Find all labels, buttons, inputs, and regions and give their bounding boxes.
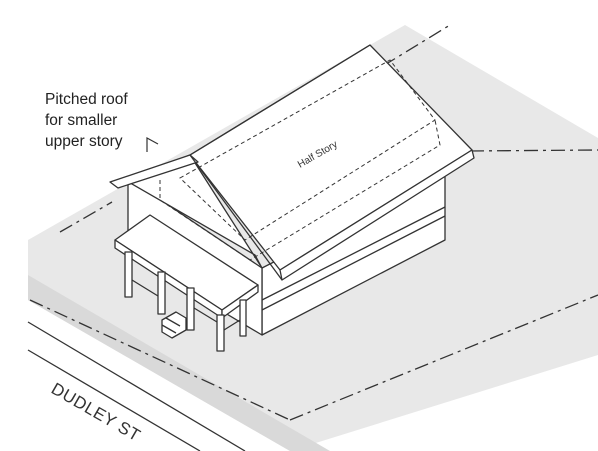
street-edge-line bbox=[27, 321, 246, 451]
porch-column bbox=[186, 287, 195, 331]
siding-line bbox=[261, 215, 446, 311]
street-edge-line bbox=[27, 349, 201, 451]
siding-line bbox=[261, 206, 446, 301]
property-line-top bbox=[359, 24, 451, 81]
step-line bbox=[165, 317, 181, 327]
callout-leader bbox=[146, 136, 159, 152]
callout-line-3: upper story bbox=[45, 133, 123, 150]
property-line-side bbox=[289, 294, 598, 421]
sidewalk bbox=[28, 275, 330, 451]
roof-eave bbox=[279, 149, 475, 281]
property-line-back bbox=[334, 149, 598, 153]
half-story-outline bbox=[179, 59, 436, 241]
half-story-outline-lower bbox=[159, 119, 441, 261]
step-line bbox=[161, 324, 177, 334]
property-line-left bbox=[59, 201, 113, 233]
roof-hip-line bbox=[189, 154, 283, 281]
porch-column bbox=[216, 314, 225, 352]
porch-column bbox=[157, 271, 166, 315]
porch-column bbox=[239, 299, 247, 337]
porch-railing bbox=[131, 279, 159, 297]
callout-line-2: for smaller bbox=[45, 112, 118, 129]
roof-ridge-line bbox=[189, 44, 371, 156]
porch-railing bbox=[193, 307, 218, 323]
roof-callout: Pitched roof for smaller upper story bbox=[45, 89, 175, 152]
callout-line-1: Pitched roof bbox=[45, 91, 128, 108]
street-label: DUDLEY ST bbox=[48, 379, 144, 445]
roof-left-fascia bbox=[109, 154, 199, 189]
property-line-front bbox=[29, 299, 291, 421]
porch-column bbox=[124, 251, 133, 298]
porch-railing bbox=[223, 319, 241, 331]
